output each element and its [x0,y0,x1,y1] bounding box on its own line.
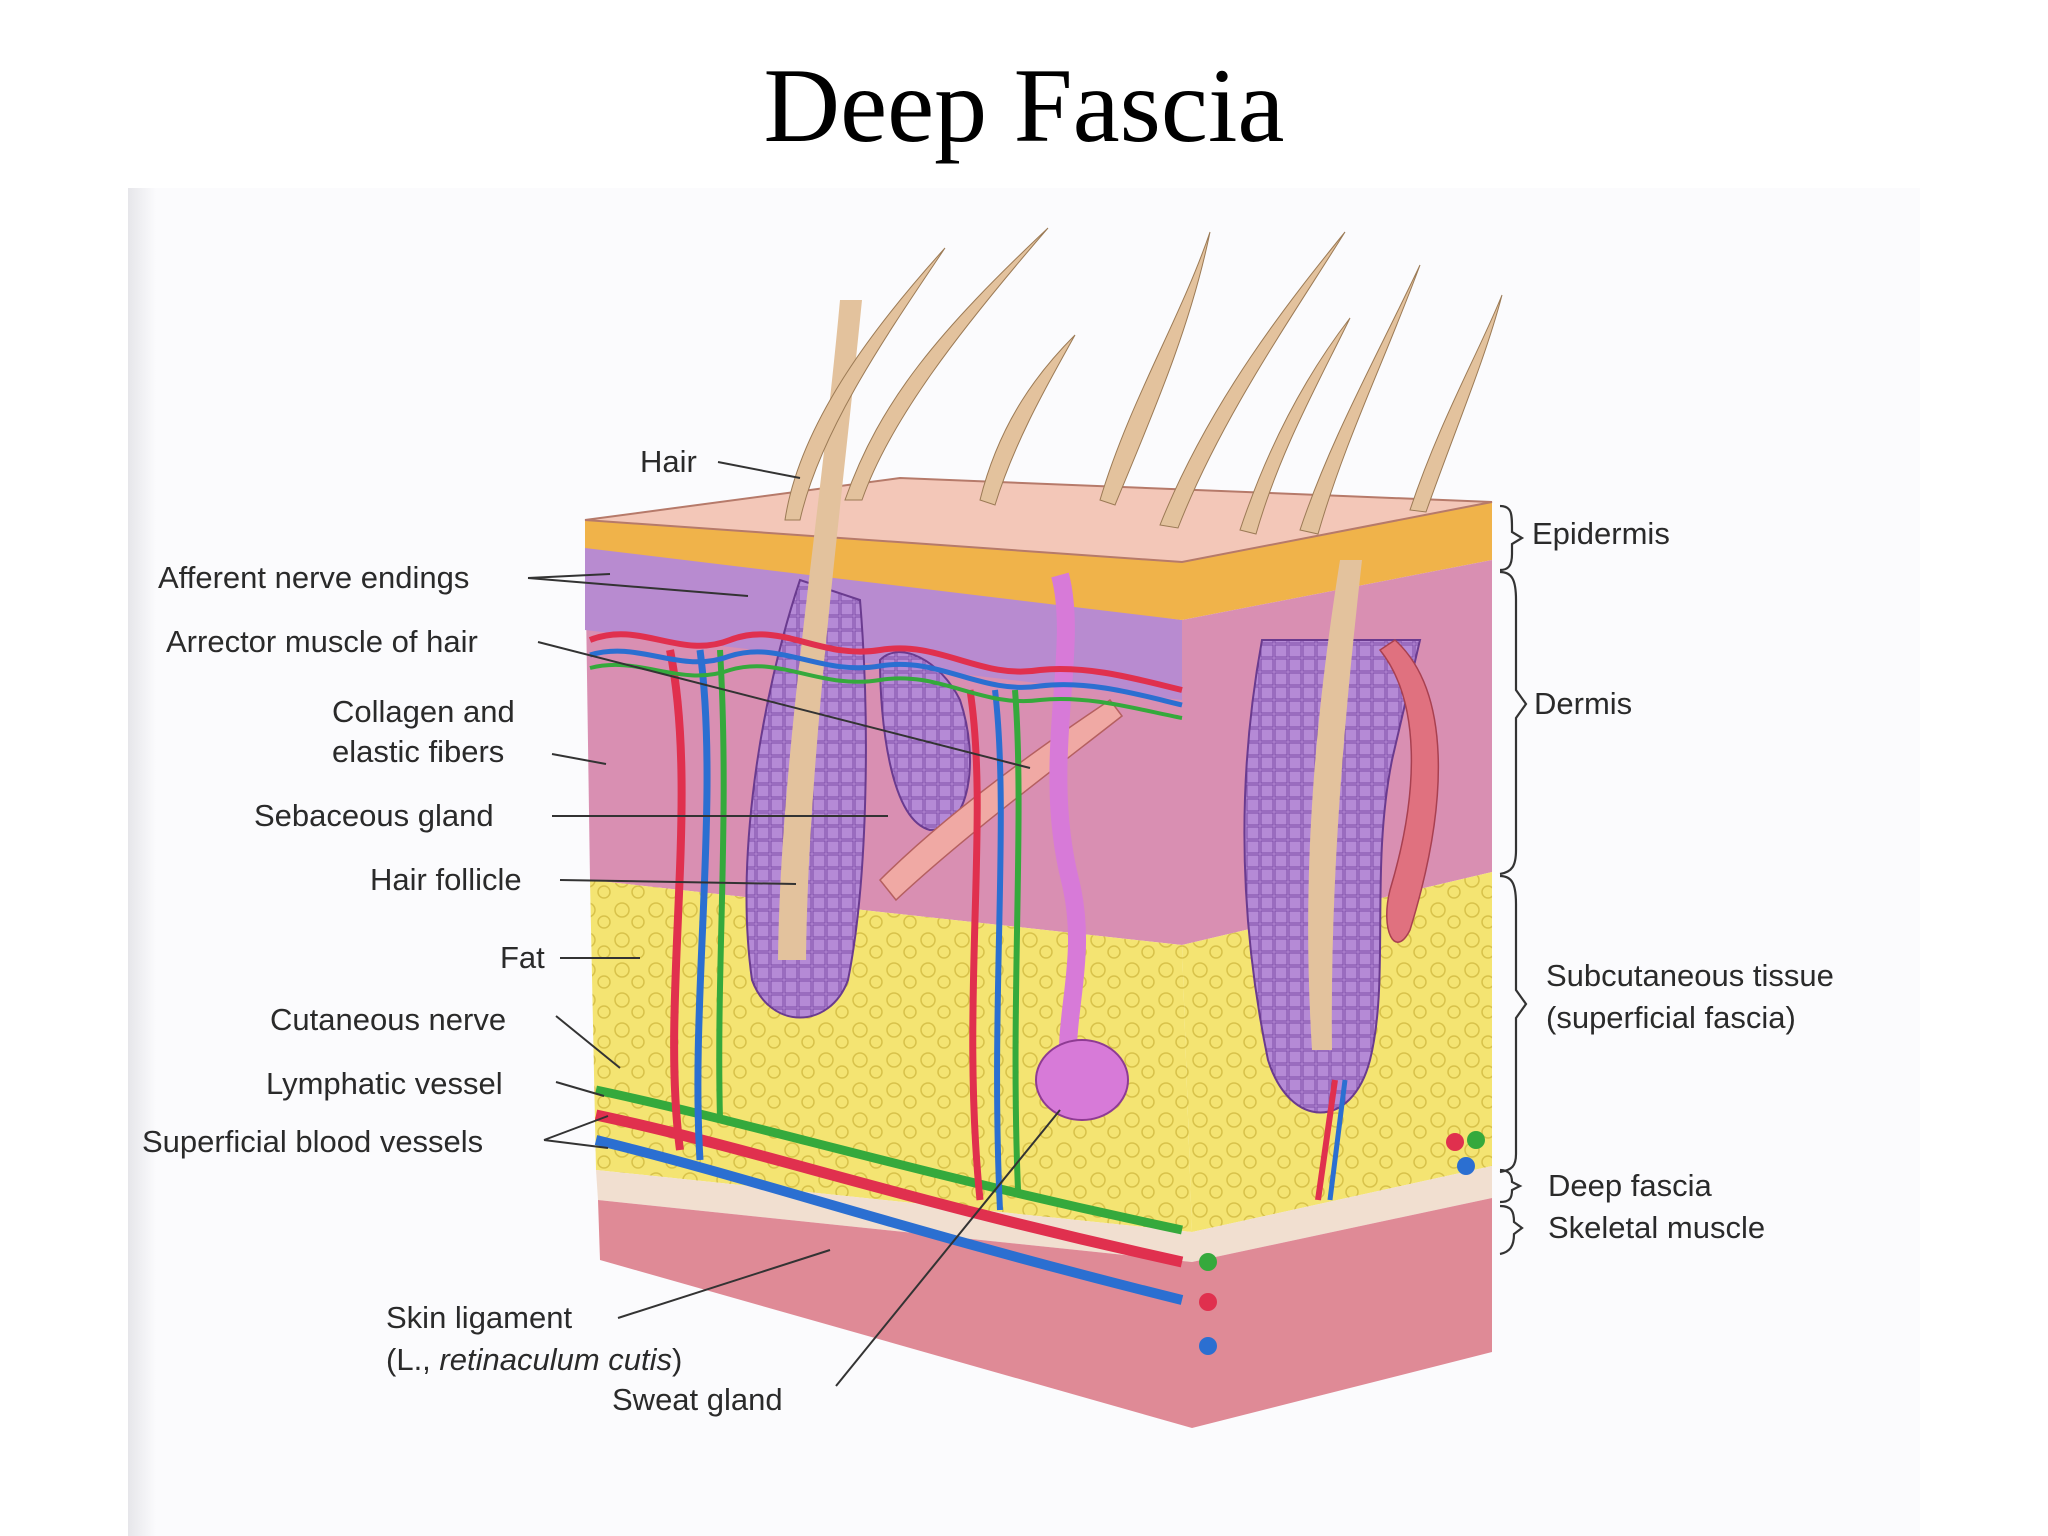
label-epidermis: Epidermis [1532,516,1670,551]
hair-6 [1239,317,1351,535]
side-arrector-muscle [1378,639,1440,943]
front-papillary-dermis [585,540,1182,700]
leader-hair [717,461,801,479]
label-superficial-blood-vessels: Superficial blood vessels [142,1124,483,1159]
label-subcutaneous-2: (superficial fascia) [1546,1000,1796,1035]
brace-skeletal-muscle [1499,1204,1524,1256]
lymph-ascending [716,649,727,1121]
artery-horizontal [594,1109,1184,1268]
leader-cutaneous [555,1015,621,1069]
leader-afferent [527,573,749,597]
leader-sweat-gland [835,1109,1061,1387]
sweat-gland-duct [1049,572,1087,1082]
label-collagen-2: elastic fibers [332,734,504,769]
block-front-face [585,520,1192,1428]
hair-8 [1409,294,1503,513]
vein-horizontal [594,1135,1184,1305]
side-deep-fascia [1192,1166,1492,1262]
side-epidermis [1182,502,1492,620]
block-side-face [1182,502,1492,1428]
side-hair-vessel-blue [1327,1079,1348,1201]
retinaculum-italic: retinaculum cutis [439,1342,672,1377]
slide-title: Deep Fascia [763,47,1285,164]
hair-1 [784,247,946,521]
label-cutaneous-nerve: Cutaneous nerve [270,1002,506,1037]
brace-dermis [1499,570,1528,876]
front-epidermis [585,520,1182,620]
label-skeletal-muscle: Skeletal muscle [1548,1210,1765,1245]
side-vessel-red [1199,1293,1217,1311]
side-vessel-green-2 [1467,1131,1485,1149]
label-collagen-1: Collagen and [332,694,515,729]
side-hair-shaft [1308,560,1362,1050]
leader-collagen [551,753,607,765]
label-hair: Hair [640,444,697,479]
vein-ascending [694,649,711,1161]
label-arrector-muscle: Arrector muscle of hair [166,624,478,659]
label-sebaceous-gland: Sebaceous gland [254,798,494,833]
label-deep-fascia: Deep fascia [1548,1168,1712,1203]
papillary-plexus-green [589,662,1183,720]
artery-ascending-2 [966,689,984,1201]
leader-skin-ligament [617,1249,831,1319]
vessels [588,631,1184,1305]
papillary-plexus [588,631,1183,693]
leader-lymphatic [555,1081,605,1097]
plate-edge-shadow [128,188,156,1536]
brace-deep-fascia [1499,1168,1523,1204]
brace-subcutaneous [1499,874,1528,1174]
side-hair-vessel-red [1315,1079,1338,1201]
front-fat [590,880,1192,1232]
label-lymphatic-vessel: Lymphatic vessel [266,1066,503,1101]
papillary-plexus-blue [589,648,1183,708]
lymphatic-horizontal [595,1085,1183,1235]
vein-ascending-2 [992,689,1004,1211]
artery-ascending [666,649,686,1151]
leader-superficial [543,1115,609,1149]
label-retinaculum: (L., retinaculum cutis) [386,1342,682,1377]
side-muscle [1192,1198,1492,1428]
brace-epidermis [1499,504,1525,572]
side-vessel-blue [1199,1337,1217,1355]
retinaculum-suffix: ) [672,1342,682,1377]
retinaculum-prefix: (L., [386,1342,439,1377]
sweat-gland-coil [1035,1039,1129,1121]
leader-arrector [537,641,1031,769]
label-afferent-nerve-endings: Afferent nerve endings [158,560,469,595]
hair-5 [1159,231,1346,529]
label-dermis: Dermis [1534,686,1632,721]
hair-3 [979,334,1076,506]
side-vessel-blue-2 [1457,1157,1475,1175]
label-subcutaneous-1: Subcutaneous tissue [1546,958,1834,993]
lymph-ascending-2 [1012,689,1022,1191]
left-labels: Hair Afferent nerve endings Arrector mus… [142,444,1061,1417]
leader-hair-follicle [559,879,797,885]
hair-4 [1099,231,1211,506]
follicle-1-shaft [778,300,862,960]
label-sweat-gland: Sweat gland [612,1382,783,1417]
label-fat: Fat [500,940,545,975]
hairs [784,227,1503,535]
hair-7 [1299,264,1421,535]
label-hair-follicle: Hair follicle [370,862,522,897]
side-vessel-red-2 [1446,1133,1464,1151]
side-vessel-green [1199,1253,1217,1271]
label-skin-ligament: Skin ligament [386,1300,572,1335]
front-deep-fascia [596,1170,1192,1262]
hair-2 [844,227,1049,501]
right-labels: Epidermis Dermis Subcutaneous tissue (su… [1499,504,1834,1256]
